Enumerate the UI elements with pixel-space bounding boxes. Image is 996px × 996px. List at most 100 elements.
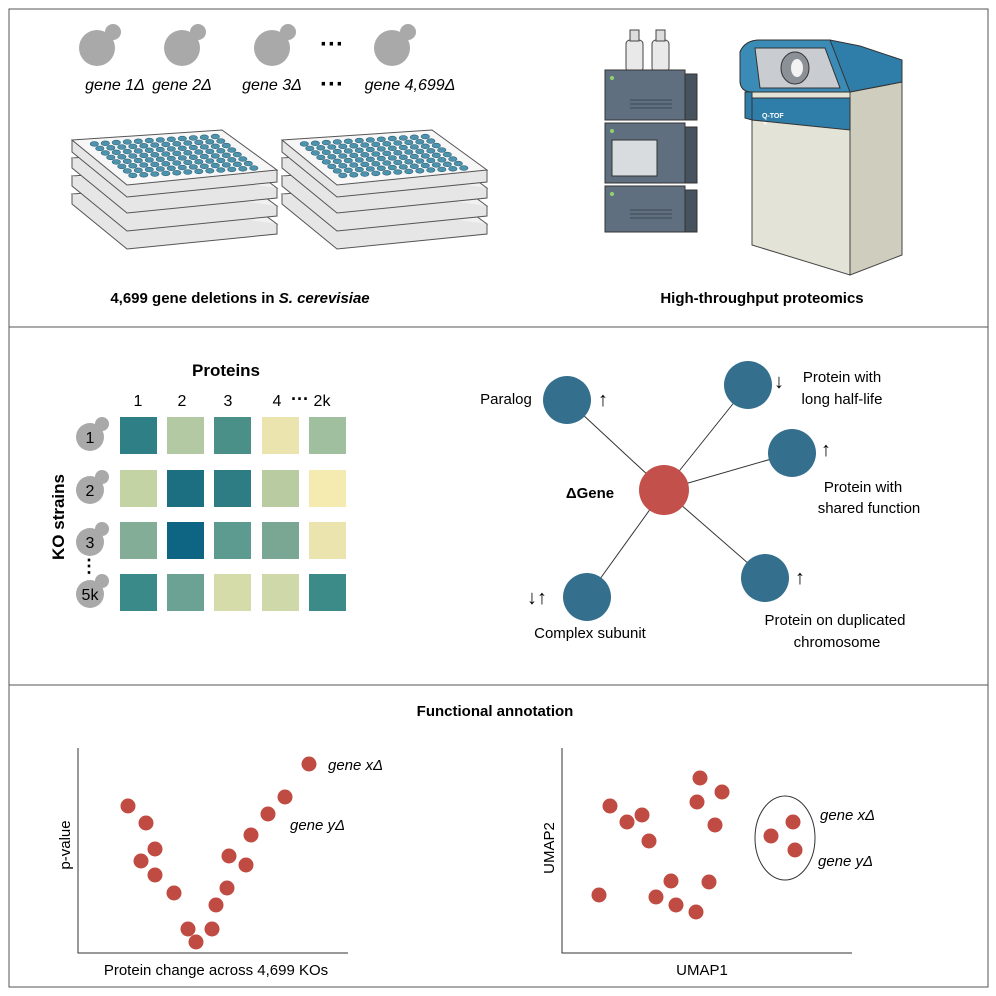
well — [117, 154, 127, 160]
well — [139, 152, 149, 159]
volcano-dot — [120, 798, 136, 814]
heatmap-cell — [120, 574, 157, 611]
volcano-plot: Protein change across 4,699 KOs p-value … — [57, 748, 383, 979]
well — [415, 139, 425, 145]
heatmap-cell — [214, 574, 251, 611]
well — [404, 159, 414, 165]
well — [144, 166, 154, 173]
well — [448, 166, 458, 172]
heatmap-cell — [214, 470, 251, 507]
well — [238, 166, 248, 172]
volcano-dot — [188, 934, 204, 950]
umap-ylabel: UMAP2 — [541, 822, 558, 874]
heatmap-cell — [309, 417, 346, 454]
well — [354, 166, 364, 173]
volcano-dot — [133, 853, 149, 869]
strain-icon: 3 — [76, 522, 109, 556]
well — [387, 164, 397, 171]
node-label: Protein with — [824, 479, 902, 496]
change-arrow: ↑ — [821, 439, 831, 461]
ellipsis: ··· — [320, 31, 344, 58]
well — [338, 163, 348, 169]
protein-node — [543, 376, 591, 424]
well — [299, 141, 309, 147]
well — [321, 139, 331, 146]
center-label: ΔGene — [566, 485, 614, 502]
well — [243, 160, 253, 167]
well — [194, 149, 204, 155]
well — [161, 161, 171, 167]
well — [376, 146, 386, 152]
volcano-annotation: gene xΔ — [328, 757, 383, 774]
well — [316, 154, 326, 161]
volcano-dot — [204, 921, 220, 937]
umap-dot — [763, 828, 779, 844]
well — [221, 162, 231, 168]
well — [133, 138, 143, 145]
well — [172, 160, 182, 166]
well — [365, 137, 375, 143]
well — [415, 158, 425, 164]
cluster-outline — [754, 795, 816, 881]
well — [376, 165, 386, 172]
well — [106, 145, 116, 151]
well — [431, 142, 441, 149]
well — [349, 152, 359, 159]
heatmap-cell — [167, 470, 204, 507]
panel-caption: High-throughput proteomics — [660, 290, 863, 307]
panel-proteomics: Q-TOF Q-TOF High-throughput proteomics — [604, 29, 903, 307]
well — [100, 150, 110, 156]
umap-dot — [591, 887, 607, 903]
volcano-xlabel: Protein change across 4,699 KOs — [104, 962, 328, 979]
volcano-dot — [180, 921, 196, 937]
well — [338, 153, 348, 159]
heatmap-grid — [120, 417, 346, 611]
well — [327, 144, 337, 150]
well — [227, 166, 237, 173]
well-plate-stack — [280, 129, 489, 250]
well — [420, 133, 430, 140]
strain-label: 2 — [86, 483, 95, 500]
umap-dot — [785, 814, 801, 830]
volcano-dot — [208, 897, 224, 913]
well — [398, 144, 408, 151]
well — [199, 134, 209, 141]
well — [216, 148, 226, 154]
well — [420, 143, 430, 150]
well — [150, 152, 160, 158]
well — [128, 153, 138, 159]
well — [365, 156, 375, 163]
well — [172, 150, 182, 157]
well — [349, 172, 359, 178]
umap-annotation: gene xΔ — [820, 807, 875, 824]
panel-title: Functional annotation — [417, 703, 574, 720]
well — [210, 162, 220, 169]
heatmap-cell — [262, 574, 299, 611]
well — [89, 141, 99, 147]
well — [106, 154, 116, 161]
well — [354, 137, 364, 144]
heatmap-cell — [309, 470, 346, 507]
well — [128, 163, 138, 169]
well — [398, 164, 408, 170]
well — [310, 140, 320, 147]
well — [249, 165, 259, 171]
well — [409, 163, 419, 170]
well — [393, 140, 403, 146]
well — [387, 135, 397, 142]
well — [387, 145, 397, 152]
well — [210, 133, 220, 140]
well — [139, 143, 149, 149]
volcano-dot — [147, 867, 163, 883]
well — [155, 137, 165, 143]
yeast-icon — [79, 24, 121, 66]
well — [415, 148, 425, 155]
well — [343, 138, 353, 145]
well — [128, 172, 138, 179]
well — [371, 141, 381, 148]
well — [122, 158, 132, 165]
node-label: chromosome — [794, 634, 881, 651]
volcano-dot — [166, 885, 182, 901]
well — [188, 164, 198, 170]
umap-annotation: gene yΔ — [818, 853, 873, 870]
